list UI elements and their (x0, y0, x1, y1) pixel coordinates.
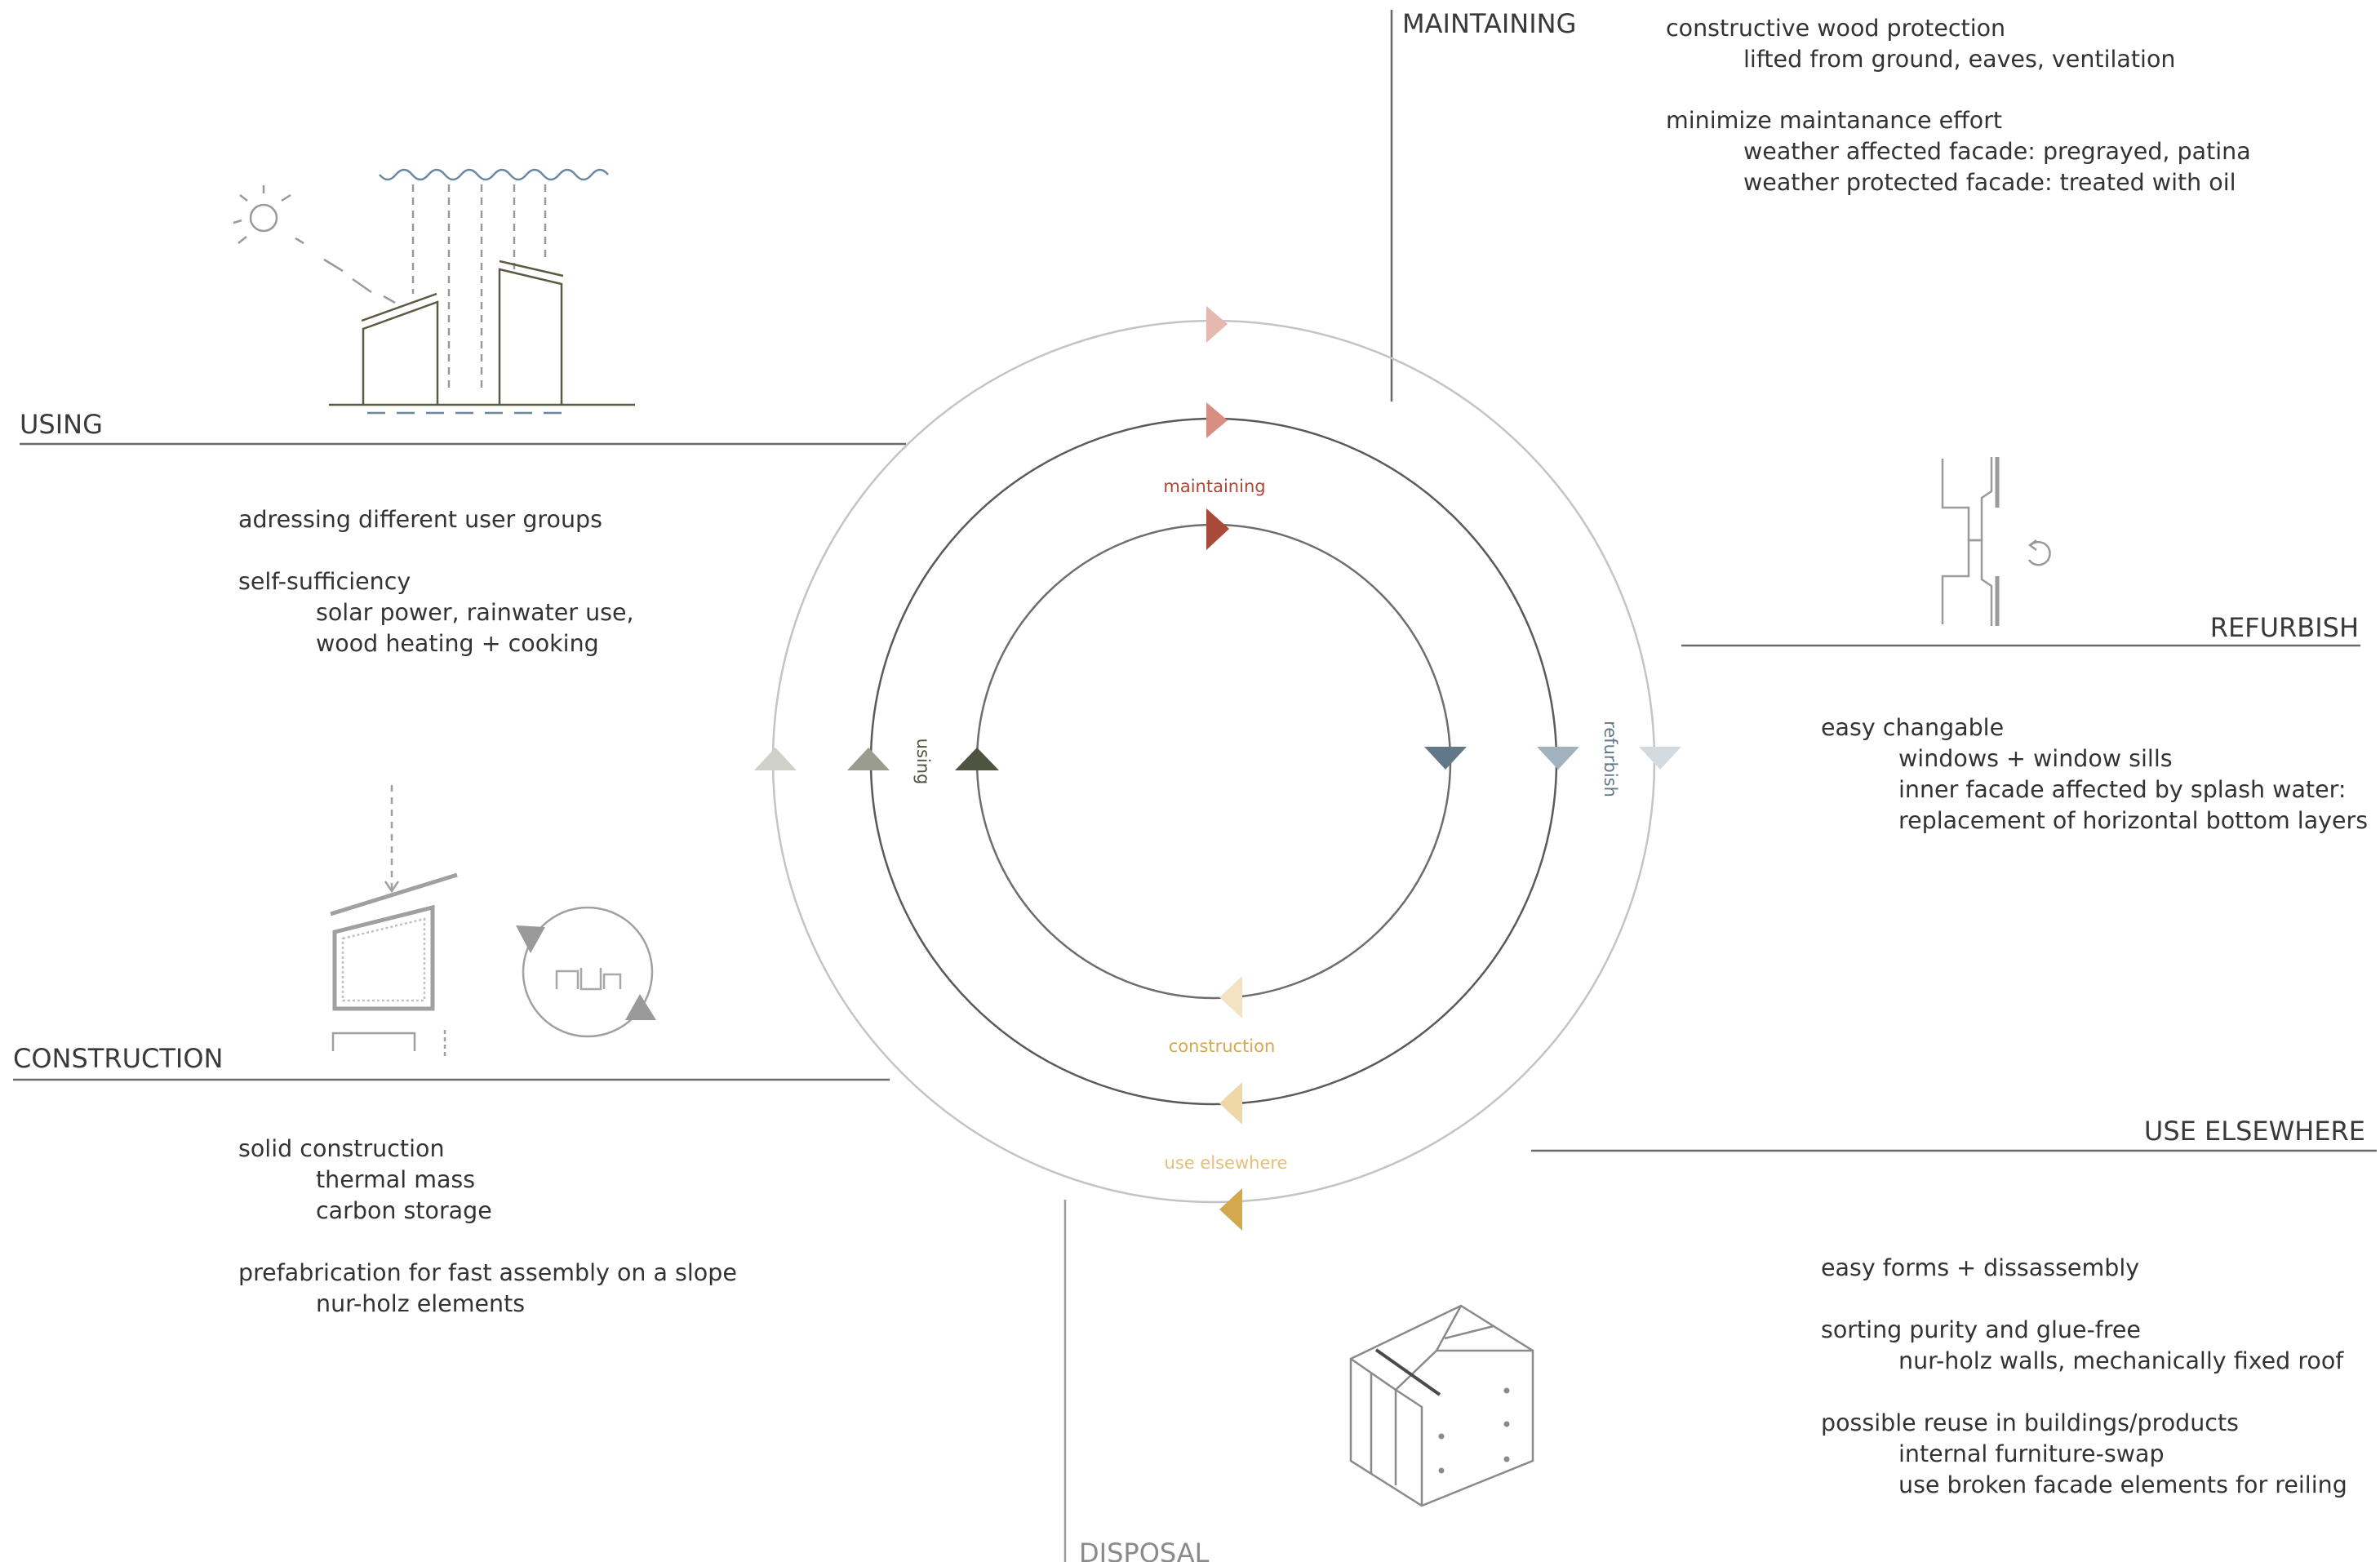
construction-heading: CONSTRUCTION (13, 1043, 223, 1074)
construction-notes: solid construction thermal mass carbon s… (238, 1135, 737, 1317)
refurbish-arrow-outer (1639, 747, 1681, 770)
refurbish-heading: REFURBISH (2210, 612, 2359, 643)
using-notes: adressing different user groups self-suf… (238, 506, 634, 657)
cycle-rings (771, 319, 1656, 1204)
ring-labels: maintaining construction use elsewhere u… (913, 477, 1620, 1173)
refurbish-arrow-middle (1537, 747, 1579, 770)
use-elsewhere-note: nur-holz walls, mechanically fixed roof (1898, 1347, 2344, 1374)
inner-ring (975, 523, 1452, 1000)
facade-swap-icon (1941, 457, 2051, 626)
refurbish-note: replacement of horizontal bottom layers (1898, 807, 2368, 834)
refurbish-note: windows + window sills (1898, 745, 2173, 772)
maintaining-arrow-middle (1206, 402, 1228, 438)
using-note: self-sufficiency (238, 568, 411, 595)
maintaining-note: lifted from ground, eaves, ventilation (1743, 46, 2175, 73)
construction-arrow-middle (1219, 1082, 1242, 1125)
construction-note: nur-holz elements (316, 1290, 525, 1317)
ring-arrows (754, 306, 1681, 1231)
construction-ring-label: construction (1169, 1036, 1276, 1056)
rain-cloud-line (379, 168, 609, 181)
construction-note: solid construction (238, 1135, 445, 1162)
using-note: solar power, rainwater use, (316, 599, 634, 626)
use-elsewhere-arrow-outer (1219, 1188, 1242, 1231)
using-ring-label: using (913, 739, 933, 785)
construction-note: carbon storage (316, 1197, 492, 1224)
use-elsewhere-notes: easy forms + dissassembly sorting purity… (1821, 1254, 2347, 1498)
rain-lines (411, 184, 547, 392)
use-elsewhere-heading: USE ELSEWHERE (2144, 1116, 2365, 1147)
refurbish-arrow-inner (1424, 747, 1467, 770)
use-elsewhere-note: use broken facade elements for reiling (1898, 1471, 2347, 1498)
maintaining-notes: constructive wood protection lifted from… (1666, 15, 2251, 196)
refresh-icon (2027, 539, 2051, 566)
maintaining-note: constructive wood protection (1666, 15, 2005, 42)
refurbish-ring-label: refurbish (1601, 721, 1620, 797)
maintaining-note: minimize maintanance effort (1666, 107, 2002, 134)
sun-icon (233, 185, 396, 304)
use-elsewhere-note: sorting purity and glue-free (1821, 1316, 2141, 1343)
refurbish-note: easy changable (1821, 714, 2004, 741)
prefab-cycle-icon (330, 785, 656, 1057)
maintaining-ring-label: maintaining (1163, 477, 1265, 496)
house-sun-rain-icon (233, 168, 635, 415)
construction-note: thermal mass (316, 1166, 475, 1193)
maintaining-arrow-inner (1206, 508, 1229, 550)
use-elsewhere-ring-label: use elsewhere (1165, 1153, 1288, 1173)
use-elsewhere-note: internal furniture-swap (1898, 1440, 2165, 1467)
using-arrow-middle (847, 748, 890, 770)
use-elsewhere-note: possible reuse in buildings/products (1821, 1409, 2239, 1436)
leader-lines (13, 10, 2377, 1562)
construction-arrow-inner (1219, 976, 1242, 1018)
using-arrow-inner (955, 748, 999, 770)
using-note: adressing different user groups (238, 506, 602, 533)
using-heading: USING (20, 409, 103, 440)
maintaining-note: weather protected facade: treated with o… (1743, 169, 2236, 196)
refurbish-note: inner facade affected by splash water: (1898, 776, 2346, 803)
maintaining-note: weather affected facade: pregrayed, pati… (1743, 138, 2251, 165)
disassembly-box-icon (1349, 1304, 1534, 1507)
use-elsewhere-note: easy forms + dissassembly (1821, 1254, 2139, 1281)
outer-ring (771, 319, 1656, 1204)
using-arrow-outer (754, 748, 797, 770)
maintaining-heading: MAINTAINING (1402, 8, 1576, 39)
maintaining-arrow-outer (1206, 306, 1228, 343)
construction-note: prefabrication for fast assembly on a sl… (238, 1259, 737, 1286)
disposal-heading: DISPOSAL (1079, 1538, 1210, 1562)
refurbish-notes: easy changable windows + window sills in… (1821, 714, 2368, 834)
section-headings: MAINTAINING USING REFURBISH CONSTRUCTION… (13, 8, 2365, 1562)
using-note: wood heating + cooking (316, 630, 599, 657)
house-outline (329, 260, 635, 406)
